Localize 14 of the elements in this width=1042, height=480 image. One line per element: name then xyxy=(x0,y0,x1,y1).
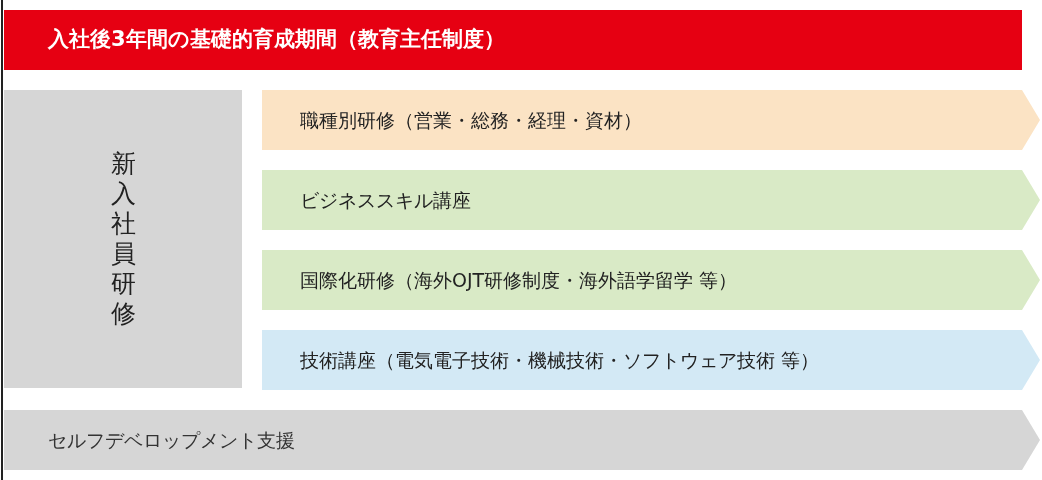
arrow-band xyxy=(262,90,1040,150)
program-box xyxy=(4,90,242,388)
band-label: セルフデベロップメント支援 xyxy=(48,428,295,452)
heading-text: 入社後3年間の基礎的育成期間（教育主任制度） xyxy=(48,27,505,53)
arrow-band xyxy=(262,250,1040,310)
band-label: 国際化研修（海外OJT研修制度・海外語学留学 等） xyxy=(300,268,738,292)
vertical-label: 新入社員研修 xyxy=(109,149,137,329)
band-label: 技術講座（電気電子技術・機械技術・ソフトウェア技術 等） xyxy=(300,348,820,372)
arrow-band xyxy=(4,410,1040,470)
band-label: 職種別研修（営業・総務・経理・資材） xyxy=(300,108,642,132)
heading-bar xyxy=(4,10,1022,70)
arrow-band xyxy=(262,330,1040,390)
band-label: ビジネススキル講座 xyxy=(300,188,471,212)
arrow-band xyxy=(262,170,1040,230)
